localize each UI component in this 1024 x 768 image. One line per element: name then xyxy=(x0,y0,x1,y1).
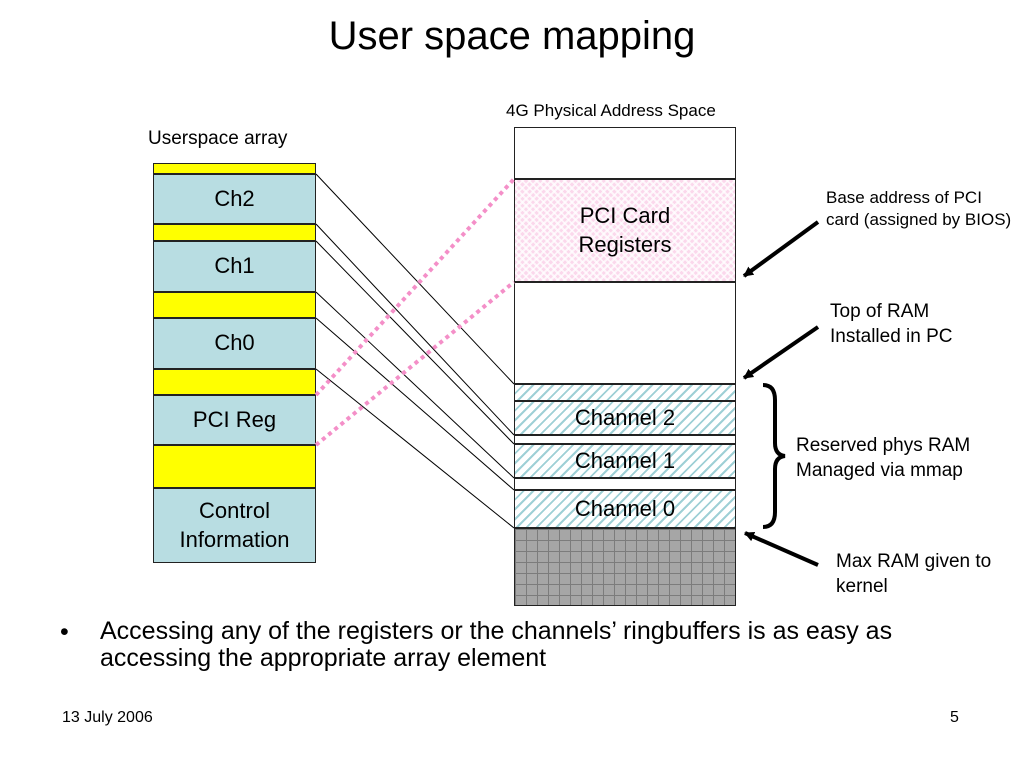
reserved-brace xyxy=(762,383,786,529)
physical-address-space-label: 4G Physical Address Space xyxy=(506,101,716,120)
arrow-top-of-ram xyxy=(742,325,820,380)
phys-kernel-ram xyxy=(514,528,736,606)
userspace-array-label: Userspace array xyxy=(148,128,288,149)
userspace-cell-ch2: Ch2 xyxy=(153,174,316,224)
phys-unused-mid xyxy=(514,282,736,384)
phys-reserved-gap xyxy=(514,384,736,401)
phys-gap xyxy=(514,435,736,444)
footer-page-number: 5 xyxy=(950,709,959,726)
map-line-ch2-bottom xyxy=(315,223,515,436)
annotation-max-ram: Max RAM given to kernel xyxy=(836,551,992,597)
userspace-gap-top xyxy=(153,163,316,174)
phys-channel-0: Channel 0 xyxy=(514,490,736,528)
bullet-text: Accessing any of the registers or the ch… xyxy=(100,617,893,672)
annotation-top-of-ram: Top of RAM Installed in PC xyxy=(830,301,953,347)
userspace-gap xyxy=(153,445,316,488)
phys-gap xyxy=(514,478,736,490)
map-line-pci-bottom xyxy=(314,280,516,447)
userspace-gap xyxy=(153,292,316,318)
annotation-reserved-ram: Reserved phys RAM Managed via mmap xyxy=(796,435,971,481)
map-line-ch2-top xyxy=(315,173,515,385)
phys-channel-1: Channel 1 xyxy=(514,444,736,478)
userspace-cell-control: Control Information xyxy=(153,488,316,563)
phys-unused-top xyxy=(514,127,736,179)
map-line-ch1-bottom xyxy=(315,291,515,479)
userspace-cell-ch0: Ch0 xyxy=(153,318,316,369)
footer-date: 13 July 2006 xyxy=(62,709,153,726)
annotation-base-address: Base address of PCI card (assigned by BI… xyxy=(826,188,1012,230)
userspace-gap xyxy=(153,369,316,395)
phys-channel-2: Channel 2 xyxy=(514,401,736,435)
phys-pci-card-registers: PCI Card Registers xyxy=(514,179,736,282)
slide-title: User space mapping xyxy=(328,14,696,58)
userspace-cell-pci-reg: PCI Reg xyxy=(153,395,316,445)
map-line-ch1-top xyxy=(315,240,515,445)
map-line-pci-top xyxy=(314,177,516,397)
bullet-dot: • xyxy=(60,618,69,646)
arrow-base-address xyxy=(742,220,820,278)
userspace-gap xyxy=(153,224,316,241)
map-line-ch0-top xyxy=(315,317,515,491)
map-line-ch0-bottom xyxy=(315,368,515,529)
userspace-cell-ch1: Ch1 xyxy=(153,241,316,292)
arrow-max-ram xyxy=(744,531,819,567)
